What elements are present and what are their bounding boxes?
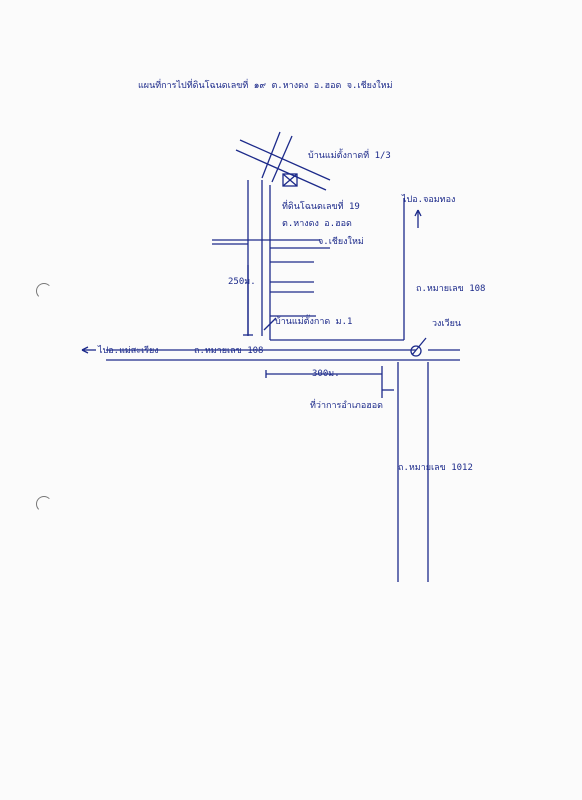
label-hwy108-left: ถ.หมายเลข 108	[194, 346, 264, 356]
parcel-marker	[282, 173, 298, 187]
label-district-office: ที่ว่าการอำเภอฮอด	[310, 401, 383, 411]
label-ban-mae-hang-1: บ้านแม่ตั้งกาด ม.1	[275, 317, 353, 327]
label-hwy1012: ถ.หมายเลข 1012	[398, 463, 473, 473]
label-to-chom-thong: ไปอ.จอมทอง	[402, 195, 456, 205]
label-dist-300: 300ม.	[312, 369, 340, 379]
roundabout-circle	[410, 345, 422, 357]
binder-hole-lower	[36, 496, 52, 512]
map-title: แผนที่การไปที่ดินโฉนดเลขที่ ๑๙ ต.หางดง อ…	[138, 81, 393, 91]
crossroad-lower-edge	[271, 135, 293, 183]
diagonal-road-lower-edge	[235, 149, 327, 191]
label-parcel-line1: ที่ดินโฉนดเลขที่ 19	[282, 202, 360, 212]
binder-hole-upper	[36, 283, 52, 299]
diagonal-road-upper-edge	[239, 139, 331, 181]
label-ban-mae-hang-1-3: บ้านแม่ตั้งกาดที่ 1/3	[308, 151, 391, 161]
label-dist-250: 250ม.	[228, 277, 256, 287]
label-roundabout: วงเวียน	[432, 319, 462, 329]
label-hwy108-right: ถ.หมายเลข 108	[416, 284, 486, 294]
label-parcel-line2: ต.หางดง อ.ฮอด	[282, 219, 352, 229]
label-to-mae-sariang: ไปอ.แม่สะเรียง	[98, 346, 159, 356]
crossroad-upper-edge	[261, 131, 281, 179]
label-parcel-line3: จ.เชียงใหม่	[318, 237, 364, 247]
